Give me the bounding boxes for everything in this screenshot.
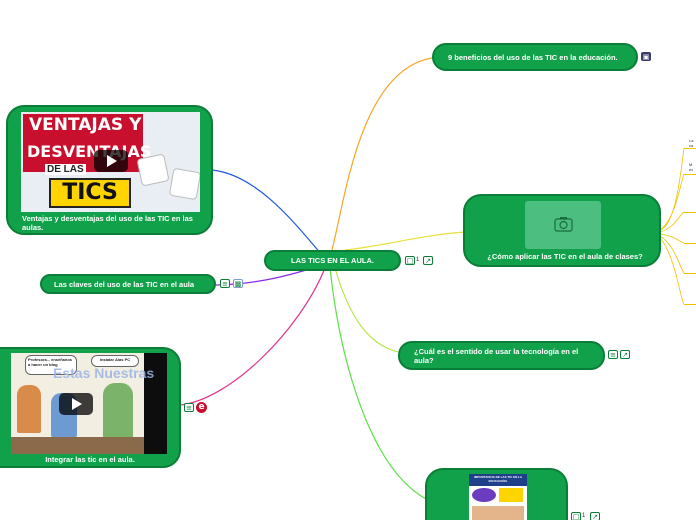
link-icon[interactable]: ↗: [423, 256, 433, 265]
comment-icon[interactable]: □: [571, 512, 581, 520]
infographic-photo: [472, 506, 524, 520]
thumbnail-title: VENTAJAS Y: [29, 115, 142, 135]
topic-label: Ventajas y desventajas del uso de las TI…: [22, 214, 193, 232]
branch-stub: [684, 243, 696, 244]
branch-stub: [684, 148, 696, 149]
comment-count: 1: [416, 257, 420, 263]
cartoon-table: [11, 437, 144, 454]
topic-sentido[interactable]: ¿Cuál es el sentido de usar la tecnologí…: [398, 341, 605, 370]
link-icon[interactable]: ↗: [590, 512, 600, 520]
branch-stub: [684, 273, 696, 274]
topic-integrar[interactable]: Profesora... enséñanos a hacer un blog I…: [0, 347, 181, 468]
infographic-shape: [472, 488, 496, 502]
topic-como-aplicar[interactable]: ¿Cómo aplicar las TIC en el aula de clas…: [463, 194, 661, 267]
image-icon[interactable]: ▩: [233, 279, 243, 288]
thumbnail-overlay-text: Estas Nuestras: [53, 365, 155, 381]
notes-icon[interactable]: ≡: [220, 279, 230, 288]
speech-bubble: Profesora... enséñanos a hacer un blog: [25, 355, 77, 375]
camera-icon: [525, 201, 601, 249]
central-topic-label: LAS TICS EN EL AULA.: [291, 256, 374, 265]
infographic-shape: [499, 488, 523, 502]
cartoon-figure: [17, 385, 41, 433]
topic-label: ¿Cómo aplicar las TIC en el aula de clas…: [487, 252, 643, 261]
subtopic-text-cut[interactable]: La ca: [689, 138, 694, 148]
link-icon[interactable]: ↗: [620, 350, 630, 359]
thumbs-up-icon: [136, 153, 170, 187]
branch-stub: [684, 174, 696, 175]
web-icon[interactable]: e: [196, 402, 207, 413]
thumbnail-title: DESVENTAJAS: [27, 142, 152, 161]
play-icon[interactable]: [59, 393, 93, 415]
video-thumbnail[interactable]: VENTAJAS Y DESVENTAJAS DE LAS TICS: [21, 112, 200, 212]
topic-label: Las claves del uso de las TIC en el aula: [54, 279, 195, 289]
subtopic-text-cut[interactable]: M ex: [689, 162, 694, 172]
thumbnail-title: DE LAS: [45, 164, 86, 175]
central-topic[interactable]: LAS TICS EN EL AULA.: [264, 250, 401, 271]
gift-icon[interactable]: ▣: [641, 52, 651, 61]
topic-claves[interactable]: Las claves del uso de las TIC en el aula: [40, 274, 216, 294]
topic-label: ¿Cuál es el sentido de usar la tecnologí…: [414, 346, 579, 365]
video-thumbnail[interactable]: Profesora... enséñanos a hacer un blog I…: [11, 353, 167, 454]
infographic-thumbnail[interactable]: IMPORTANCIA DE LAS TIC EN LA EDUCACIÓN.: [469, 474, 527, 520]
comment-icon[interactable]: □: [405, 256, 415, 265]
thumbnail-title: TICS: [49, 178, 131, 208]
thumbs-down-icon: [168, 167, 200, 201]
thumbnail-title: IMPORTANCIA DE LAS TIC EN LA EDUCACIÓN.: [469, 474, 527, 486]
topic-importancia[interactable]: IMPORTANCIA DE LAS TIC EN LA EDUCACIÓN.: [425, 468, 568, 520]
topic-label: Integrar las tic en el aula.: [45, 455, 135, 464]
topic-label: 9 beneficios del uso de las TIC en la ed…: [448, 52, 618, 62]
play-icon[interactable]: [94, 150, 128, 172]
cartoon-figure: [103, 383, 133, 441]
topic-ventajas[interactable]: VENTAJAS Y DESVENTAJAS DE LAS TICS Venta…: [6, 105, 213, 235]
topic-beneficios[interactable]: 9 beneficios del uso de las TIC en la ed…: [432, 43, 638, 71]
speech-bubble: Instalar Alas PC: [91, 355, 139, 367]
notes-icon[interactable]: ≡: [608, 350, 618, 359]
branch-stub: [684, 304, 696, 305]
comment-count: 1: [582, 513, 586, 519]
branch-stub: [684, 212, 696, 213]
notes-icon[interactable]: ≡: [184, 403, 194, 412]
